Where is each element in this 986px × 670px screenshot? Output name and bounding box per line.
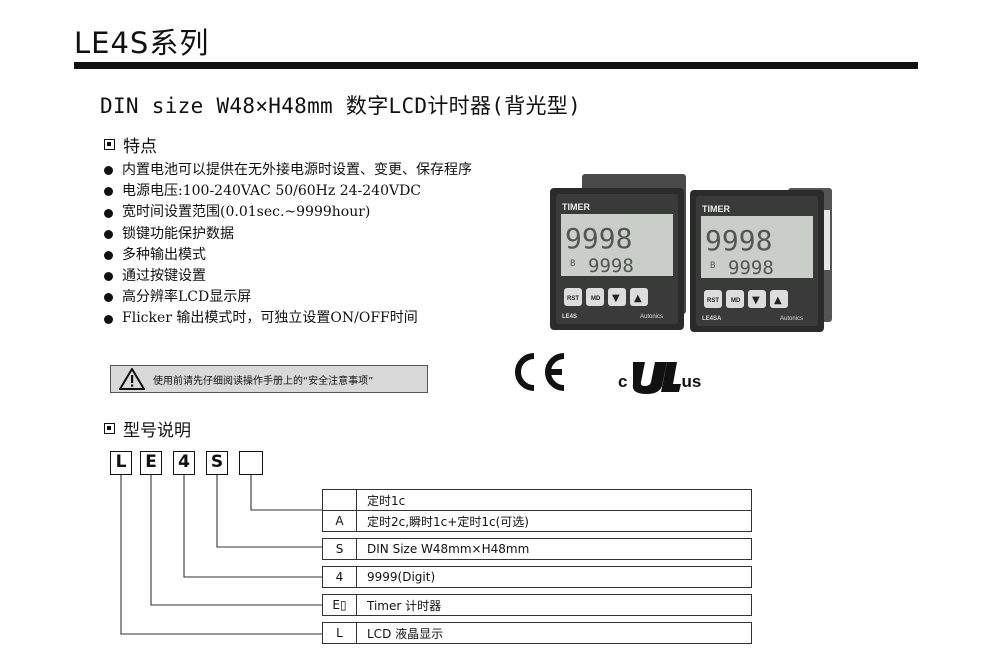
list-item: Flicker 输出模式时，可独立设置ON/OFF时间 xyxy=(104,308,472,329)
panel-label: TIMER xyxy=(562,202,590,212)
lower-display: 9998 xyxy=(728,257,774,279)
bullet-icon xyxy=(104,187,113,197)
model-label: LE4S xyxy=(562,314,577,320)
brand-label: Autonics xyxy=(640,314,663,320)
list-item: 通过按键设置 xyxy=(104,266,472,287)
list-item: 锁键功能保护数据 xyxy=(104,224,472,245)
table-row: 4 9999(Digit) xyxy=(322,566,752,588)
warning-triangle-icon xyxy=(119,368,145,390)
lower-display: 9998 xyxy=(588,255,634,277)
model-code-box: E xyxy=(140,451,162,475)
features-heading-label: 特点 xyxy=(123,137,157,157)
table-gap xyxy=(322,531,752,539)
up-arrow-icon: ▲ xyxy=(774,295,782,306)
square-bullet-icon xyxy=(104,423,115,434)
brand-label: Autonics xyxy=(780,316,803,322)
table-row: 定时1c xyxy=(322,489,752,511)
cul-us-mark-logo: c us xyxy=(618,358,701,394)
ul-c-label: c xyxy=(618,372,628,391)
md-button-label: MD xyxy=(591,296,601,302)
table-row: E▯ Timer 计时器 xyxy=(322,594,752,616)
ul-us-label: us xyxy=(681,372,702,391)
table-gap xyxy=(322,559,752,567)
table-row: S DIN Size W48mm×H48mm xyxy=(322,538,752,560)
up-arrow-icon: ▲ xyxy=(634,293,642,304)
model-code-box: L xyxy=(110,451,132,475)
timer-product-image-le4s: TIMER 9998 B 9998 RST MD ▼ ▲ LE4S Autoni… xyxy=(550,174,686,330)
table-row: L LCD 液晶显示 xyxy=(322,622,752,644)
bullet-icon xyxy=(104,250,113,260)
table-gap xyxy=(322,615,752,623)
table-gap xyxy=(322,587,752,595)
model-code-table: 定时1c A 定时2c,瞬时1c+定时1c(可选) S DIN Size W48… xyxy=(322,489,752,644)
rst-button-label: RST xyxy=(567,296,579,302)
table-row: A 定时2c,瞬时1c+定时1c(可选) xyxy=(322,510,752,532)
model-label: LE4SA xyxy=(702,316,722,322)
page-subtitle: DIN size W48×H48mm 数字LCD计时器(背光型) xyxy=(100,94,582,118)
warning-text: 使用前请先仔细阅读操作手册上的“安全注意事项” xyxy=(153,375,374,387)
md-button-label: MD xyxy=(731,298,741,304)
model-code-box: S xyxy=(206,451,228,475)
ul-logo-icon xyxy=(633,362,682,394)
down-arrow-icon: ▼ xyxy=(752,295,760,306)
bullet-icon xyxy=(104,314,113,324)
bullet-icon xyxy=(104,208,113,218)
rst-button-label: RST xyxy=(707,298,719,304)
bullet-icon xyxy=(104,166,113,176)
list-item: 电源电压:100-240VAC 50/60Hz 24-240VDC xyxy=(104,181,472,202)
bullet-icon xyxy=(104,229,113,239)
model-code-box-empty xyxy=(239,451,263,475)
bullet-icon xyxy=(104,272,113,282)
list-item: 多种输出模式 xyxy=(104,245,472,266)
timer-product-image-le4sa: TIMER 9998 B 9998 RST MD ▼ ▲ LE4SA Auton… xyxy=(690,188,832,332)
square-bullet-icon xyxy=(104,139,115,150)
list-item: 内置电池可以提供在无外接电源时设置、变更、保存程序 xyxy=(104,160,472,181)
list-item: 高分辨率LCD显示屏 xyxy=(104,287,472,308)
page-title: LE4S系列 xyxy=(74,26,210,60)
model-code-box: 4 xyxy=(173,451,195,475)
upper-display: 9998 xyxy=(705,224,772,257)
list-item: 宽时间设置范围(0.01sec.~9999hour) xyxy=(104,202,472,223)
features-list: 内置电池可以提供在无外接电源时设置、变更、保存程序 电源电压:100-240VA… xyxy=(104,160,472,330)
upper-display: 9998 xyxy=(565,222,632,255)
title-rule xyxy=(74,62,918,69)
down-arrow-icon: ▼ xyxy=(612,293,620,304)
panel-label: TIMER xyxy=(702,204,730,214)
lower-prefix: B xyxy=(710,261,715,271)
ce-mark-logo xyxy=(515,353,565,391)
model-heading-label: 型号说明 xyxy=(123,421,191,441)
bullet-icon xyxy=(104,293,113,303)
lower-prefix: B xyxy=(570,259,575,269)
safety-warning-banner: 使用前请先仔细阅读操作手册上的“安全注意事项” xyxy=(110,365,428,393)
model-heading: 型号说明 xyxy=(104,416,191,441)
features-heading: 特点 xyxy=(104,132,157,157)
